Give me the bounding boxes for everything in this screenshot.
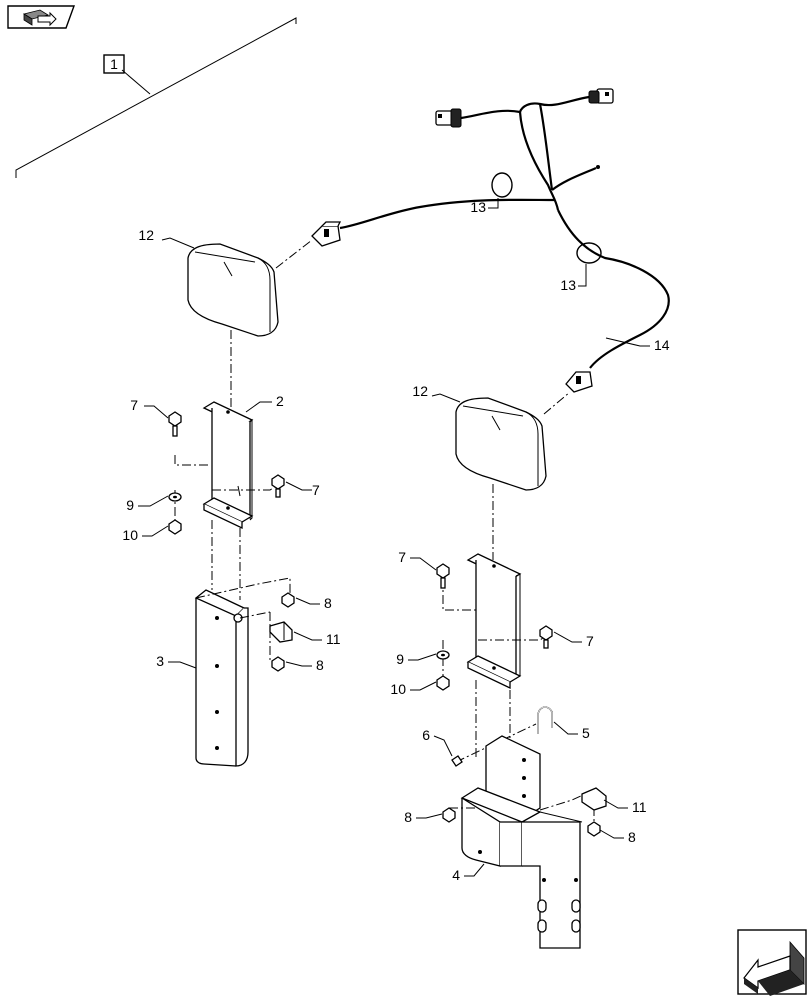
mounting-post	[194, 589, 249, 767]
clip-11-left	[269, 621, 293, 643]
harness-connector-left	[435, 108, 462, 128]
clip-11-right	[581, 787, 607, 811]
nut-10-right	[436, 675, 450, 691]
callout-2: 2	[276, 393, 284, 409]
assembly-reference: 1	[15, 17, 297, 178]
callout-11-left: 11	[326, 631, 341, 647]
callout-12-left: 12	[138, 227, 154, 243]
callout-8-d: 8	[628, 829, 636, 845]
bolt-7-upper-left	[168, 411, 182, 437]
callout-10-left: 10	[122, 527, 138, 543]
lamp-connector-upper	[311, 221, 342, 247]
callout-10-right: 10	[390, 681, 406, 697]
callout-7-c: 7	[398, 549, 406, 565]
callout-7-b: 7	[312, 482, 320, 498]
callout-13-b: 13	[560, 277, 576, 293]
callout-3: 3	[156, 653, 164, 669]
callout-8-a: 8	[324, 595, 332, 611]
nut-8-base-left	[442, 807, 456, 823]
next-arrow-icon[interactable]	[737, 929, 807, 996]
bolt-7-lower-left	[271, 474, 285, 498]
callout-9-left: 9	[126, 497, 134, 513]
harness-connector-right	[588, 88, 614, 104]
bolt-7-lower-right	[539, 625, 553, 649]
lamp-bracket-right	[466, 553, 522, 690]
work-lamp-left	[187, 243, 279, 337]
callout-6: 6	[422, 727, 430, 743]
callout-7-a: 7	[130, 397, 138, 413]
washer-9-left	[168, 492, 182, 502]
callout-12-right: 12	[412, 383, 428, 399]
nut-8-lower-right	[587, 821, 601, 837]
pin-6	[451, 755, 463, 767]
callout-14: 14	[654, 337, 670, 353]
callout-5: 5	[582, 725, 590, 741]
callout-4: 4	[452, 867, 460, 883]
callout-7-d: 7	[586, 633, 594, 649]
callout-13-a: 13	[470, 199, 486, 215]
callout-9-right: 9	[396, 651, 404, 667]
u-bolt	[537, 706, 553, 734]
lamp-connector-lower	[565, 371, 593, 393]
leader-lines	[138, 198, 650, 877]
bolt-7-upper-right	[436, 563, 450, 589]
work-lamp-right	[455, 397, 547, 491]
nut-8-lower-left	[271, 656, 285, 672]
callout-11-right: 11	[632, 799, 647, 815]
callout-8-c: 8	[404, 809, 412, 825]
lamp-bracket-left	[202, 401, 254, 530]
wiring-harness	[311, 88, 670, 393]
mounting-bracket-base	[460, 735, 583, 949]
callout-1: 1	[110, 56, 118, 72]
washer-9-right	[436, 650, 450, 660]
nut-10-left	[168, 519, 182, 535]
nut-8-upper-left	[281, 592, 295, 608]
assembly-view-icon[interactable]	[7, 5, 75, 29]
callout-8-b: 8	[316, 657, 324, 673]
